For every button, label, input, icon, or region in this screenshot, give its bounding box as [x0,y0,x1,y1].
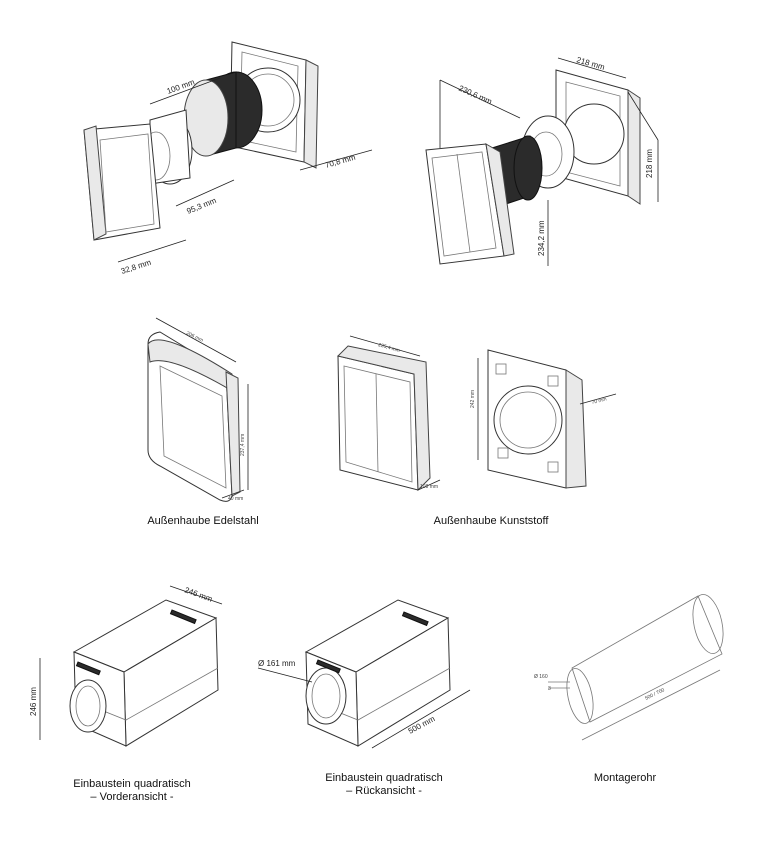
dim-plastic-depth: 108 mm [420,484,438,490]
dim-block-diameter: Ø 161 mm [258,659,296,668]
hood-plastic-back-drawing: 242 mm 70 mm [470,349,617,489]
caption-hood-steel: Außenhaube Edelstahl [147,515,259,527]
dim-95-3: 95,3 mm [185,196,218,216]
dim-block-length: 500 mm [407,714,437,736]
dim-pipe-diameter: Ø 160 [534,674,548,680]
caption-block-front-line1: Einbaustein quadratisch [73,778,191,790]
dim-32-8: 32,8 mm [120,258,153,276]
dim-plastic-height: 242 mm [470,390,476,408]
dim-plastic-width: 235,4 mm [377,342,400,354]
dim-70-8: 70,8 mm [324,153,357,170]
caption-block-back-line2: – Rückansicht - [346,785,422,797]
dim-steel-depth: 40 mm [228,496,243,502]
dim-pipe-thickness: 3 [548,686,551,692]
dim-pipe-length: 500 / 700 [644,687,666,702]
dim-218-width: 218 mm [575,55,606,72]
dim-block-width: 246 mm [183,585,214,603]
caption-block-back-line1: Einbaustein quadratisch [325,772,443,784]
dim-234-2: 234,2 mm [537,220,546,256]
dim-230-6: 230,6 mm [457,84,493,107]
caption-block-front-line2: – Vorderansicht - [90,791,174,803]
caption-block-back: Einbaustein quadratisch – Rückansicht - [304,772,464,798]
hood-plastic-front-drawing: 235,4 mm 108 mm [337,335,441,492]
pipe-drawing: Ø 160 3 500 / 700 [534,594,724,741]
dim-218-height: 218 mm [645,149,654,178]
fan-unit-exploded-1: 100 mm 70,8 mm 95,3 mm 32,8 mm [83,41,373,276]
caption-pipe: Montagerohr [593,772,657,784]
block-back-drawing: Ø 161 mm 500 mm [257,599,471,749]
dim-plastic-depth-b: 70 mm [591,396,607,406]
dim-block-height: 246 mm [29,687,38,716]
dim-steel-height: 237,4 mm [240,434,246,456]
fan-unit-exploded-2: 230,6 mm 218 mm 218 mm 234,2 mm [425,55,659,266]
caption-block-front: Einbaustein quadratisch – Vorderansicht … [52,778,212,804]
block-front-drawing: 246 mm 246 mm [29,585,223,747]
hood-steel-drawing: 206 mm 237,4 mm 40 mm [147,317,249,502]
caption-hood-plastic: Außenhaube Kunststoff [433,515,549,527]
dim-steel-width: 206 mm [185,330,204,343]
